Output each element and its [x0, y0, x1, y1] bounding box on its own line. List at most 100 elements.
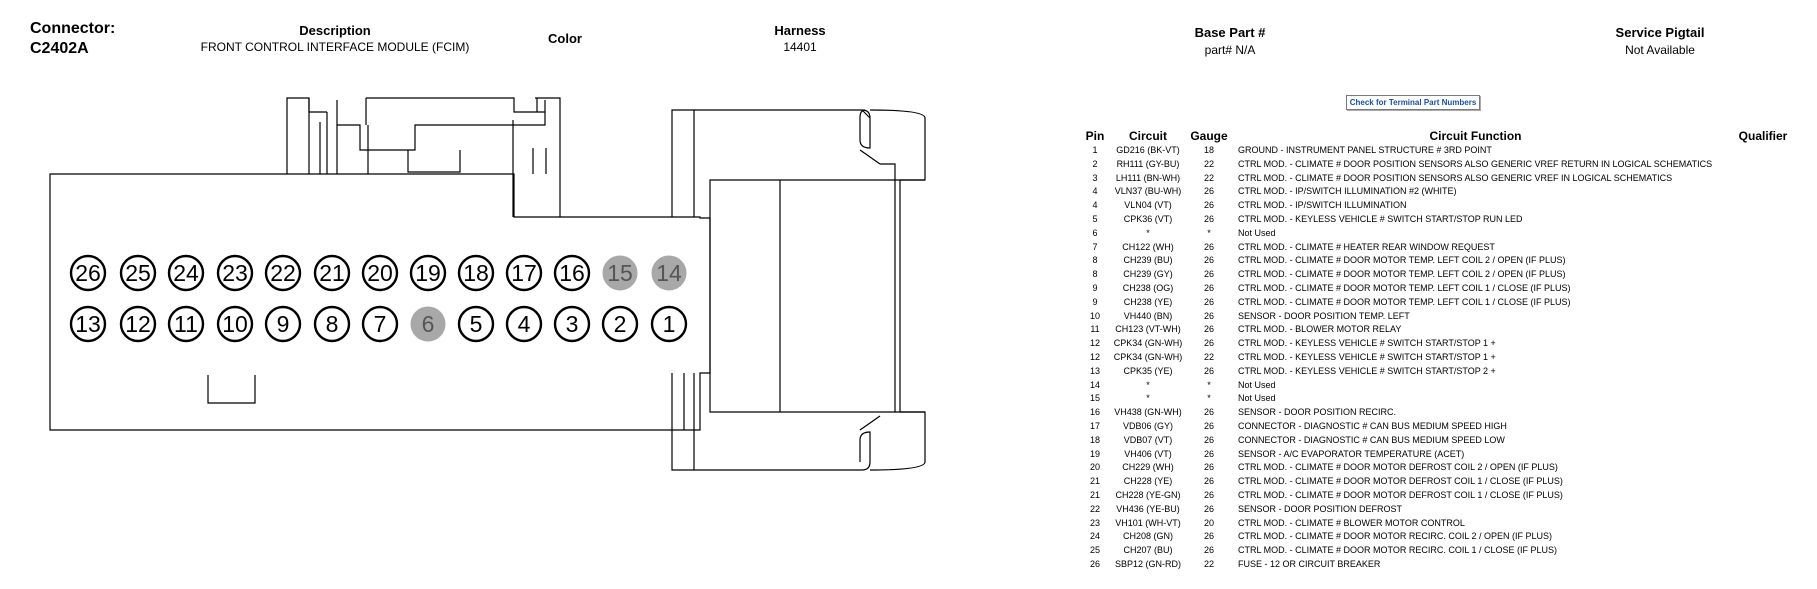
qualifier-cell — [1713, 392, 1813, 406]
gauge-cell: 26 — [1203, 186, 1214, 197]
circuit-cell: * — [1146, 393, 1150, 404]
pin-cell: 19 — [1089, 448, 1100, 459]
circuit-cell: VH436 (YE-BU) — [1116, 503, 1180, 514]
pin-21-label: 21 — [319, 260, 345, 286]
pin-2-circle — [601, 305, 639, 343]
pin-5-label: 5 — [470, 311, 483, 337]
pin-15-label: 15 — [607, 260, 633, 286]
circuit-cell: CH239 (BU) — [1123, 255, 1173, 266]
pin-7-label: 7 — [374, 311, 387, 337]
qualifier-cell — [1713, 185, 1813, 199]
pin-13-label: 13 — [75, 311, 101, 337]
pin-15-circle — [602, 255, 638, 291]
circuit-cell: GD216 (BK-VT) — [1116, 145, 1180, 155]
function-cell: Not Used — [1238, 379, 1276, 390]
gauge-cell: 26 — [1203, 310, 1214, 321]
pin-cell: 4 — [1092, 186, 1098, 197]
gauge-cell: 26 — [1203, 200, 1214, 211]
connector-label: Connector: — [30, 20, 116, 37]
function-cell: CTRL MOD. - CLIMATE # DOOR MOTOR TEMP. L… — [1238, 282, 1571, 293]
pin-19-circle — [409, 254, 447, 292]
function-cell: CONNECTOR - DIAGNOSTIC # CAN BUS MEDIUM … — [1238, 420, 1507, 431]
gauge-cell: 26 — [1203, 434, 1214, 445]
pin-12-label: 12 — [125, 311, 151, 337]
pin-cell: 2 — [1092, 158, 1098, 169]
pin-17-circle — [505, 254, 543, 292]
pin-3-label: 3 — [566, 311, 579, 337]
pin-18-circle — [457, 254, 495, 292]
qualifier-cell — [1713, 227, 1813, 241]
pin-20-circle — [361, 254, 399, 292]
circuit-cell: * — [1146, 379, 1150, 390]
qualifier-cell — [1713, 475, 1813, 489]
pin-cell: 9 — [1092, 296, 1098, 307]
function-cell: CTRL MOD. - CLIMATE # HEATER REAR WINDOW… — [1238, 241, 1495, 252]
gauge-cell: 20 — [1203, 517, 1214, 528]
pin-24-circle — [167, 254, 205, 292]
pin-1-circle — [650, 305, 688, 343]
qualifier-cell — [1713, 351, 1813, 365]
function-cell: CTRL MOD. - IP/SWITCH ILLUMINATION #2 (W… — [1238, 186, 1457, 197]
pin-23-label: 23 — [222, 260, 248, 286]
qualifier-cell — [1713, 517, 1813, 531]
pin-cell: 21 — [1089, 476, 1100, 487]
function-cell: CTRL MOD. - KEYLESS VEHICLE # SWITCH STA… — [1238, 213, 1523, 224]
table-header-row: Pin Circuit Gauge Circuit Function Quali… — [1078, 128, 1813, 144]
pin-cell: 12 — [1089, 351, 1100, 362]
header-circuit: Circuit — [1128, 129, 1167, 143]
gauge-cell: 26 — [1203, 324, 1214, 335]
circuit-cell: * — [1146, 227, 1150, 238]
pin-16-label: 16 — [559, 260, 585, 286]
circuit-cell: CH239 (GY) — [1123, 269, 1173, 280]
pin-cell: 11 — [1090, 324, 1100, 335]
circuit-cell: CH228 (YE-GN) — [1115, 489, 1181, 500]
qualifier-cell — [1713, 144, 1813, 158]
circuit-cell: CH229 (WH) — [1122, 462, 1174, 473]
table-row: 15**Not Used — [1078, 392, 1813, 406]
pin-cell: 9 — [1092, 282, 1098, 293]
terminal-part-numbers-button[interactable]: Check for Terminal Part Numbers — [1346, 95, 1480, 110]
qualifier-cell — [1713, 172, 1813, 186]
pin-22-circle — [264, 254, 302, 292]
gauge-cell: 26 — [1203, 420, 1214, 431]
pin-cell: 24 — [1089, 531, 1100, 542]
pin-8-circle — [313, 305, 351, 343]
pin-1-label: 1 — [663, 311, 676, 337]
gauge-cell: 26 — [1203, 462, 1214, 473]
pin-cell: 23 — [1089, 517, 1100, 528]
pin-cell: 3 — [1092, 172, 1098, 183]
qualifier-cell — [1713, 282, 1813, 296]
pin-7-circle — [361, 305, 399, 343]
circuit-cell: CH122 (WH) — [1122, 241, 1174, 252]
qualifier-cell — [1713, 503, 1813, 517]
pin-25-circle — [119, 254, 157, 292]
pin-9-circle — [264, 305, 302, 343]
qualifier-cell — [1713, 420, 1813, 434]
function-cell: CTRL MOD. - BLOWER MOTOR RELAY — [1238, 324, 1402, 335]
connector-outline — [49, 97, 926, 471]
function-cell: CTRL MOD. - CLIMATE # DOOR MOTOR TEMP. L… — [1238, 255, 1566, 266]
circuit-cell: CH208 (GN) — [1122, 531, 1173, 542]
pin-19-label: 19 — [415, 260, 441, 286]
table-row: 14**Not Used — [1078, 379, 1813, 393]
pin-11-label: 11 — [174, 311, 198, 337]
header-qualifier: Qualifier — [1738, 129, 1788, 143]
circuit-cell: VH438 (GN-WH) — [1114, 407, 1182, 418]
circuit-cell: CPK36 (VT) — [1123, 213, 1173, 224]
gauge-cell: 26 — [1203, 296, 1214, 307]
pin-cell: 26 — [1089, 558, 1100, 569]
qualifier-cell — [1713, 448, 1813, 462]
